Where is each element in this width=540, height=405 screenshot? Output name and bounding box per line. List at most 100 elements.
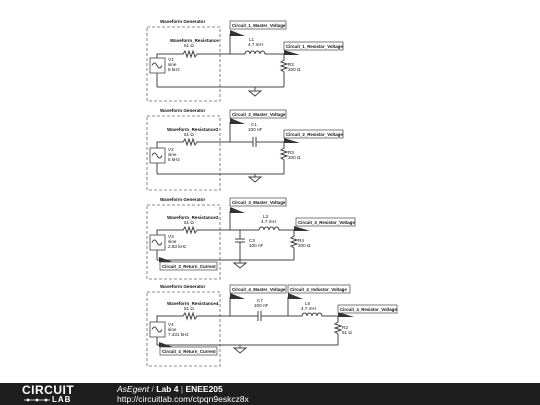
series-name: C1 bbox=[251, 122, 257, 127]
waveform-generator-label: Waveform Generator bbox=[160, 19, 205, 24]
ground-icon bbox=[247, 176, 263, 183]
circuit-1-master-voltage-tag[interactable] bbox=[229, 20, 287, 30]
load-value: 200 Ω bbox=[298, 243, 311, 248]
circuitlab-logo[interactable]: CIRCUIT LAB bbox=[22, 384, 94, 404]
source-type: sine bbox=[168, 239, 177, 244]
circuit-4-master-voltage-tag[interactable] bbox=[229, 284, 287, 294]
separator: / bbox=[151, 384, 154, 394]
waveform-generator-box bbox=[146, 204, 221, 280]
circuit-3: Waveform Generator V3 sine 2.83 kHz Wave… bbox=[146, 197, 356, 280]
generator-resistor-value: 51 Ω bbox=[184, 220, 194, 225]
sine-wave-icon bbox=[151, 239, 163, 246]
source-name: V3 bbox=[168, 234, 174, 239]
inductor-l3 bbox=[230, 226, 294, 231]
load-name: R2 bbox=[288, 62, 294, 67]
load-name: R3 bbox=[288, 150, 294, 155]
svg-text:Circuit_1_Master_Voltage: Circuit_1_Master_Voltage bbox=[232, 23, 286, 28]
circuit-1-resistor-voltage-tag[interactable] bbox=[283, 41, 344, 51]
circuit-1: Waveform Generator V1 sine 5 kHz Wavefor… bbox=[146, 19, 344, 102]
generator-resistor-name: Waveform_Resistance bbox=[170, 38, 219, 43]
generator-resistor-value: 51 Ω bbox=[184, 132, 194, 137]
generator-resistor-value: 51 Ω bbox=[184, 306, 194, 311]
svg-text:Circuit_2_Resistor_Voltage: Circuit_2_Resistor_Voltage bbox=[286, 132, 343, 137]
series-value: 4.7 mH bbox=[248, 42, 263, 47]
load-value: 200 Ω bbox=[288, 67, 301, 72]
circuit-4: Waveform Generator V4 sine 7.431 kHz Wav… bbox=[146, 284, 398, 367]
source-frequency: 5 kHz bbox=[168, 67, 180, 72]
circuit-2: Waveform Generator V2 sine 5 kHz Wavefor… bbox=[146, 108, 344, 191]
svg-text:Circuit_2_Master_Voltage: Circuit_2_Master_Voltage bbox=[232, 112, 286, 117]
generator-resistor-name: Waveform_Resistance3 bbox=[167, 215, 219, 220]
series2-value: 4.7 mH bbox=[301, 306, 316, 311]
waveform-generator-label: Waveform Generator bbox=[160, 284, 205, 289]
sine-wave-icon bbox=[151, 62, 163, 69]
generator-resistor bbox=[156, 137, 230, 148]
ground-icon bbox=[232, 262, 248, 269]
generator-resistor-name: Waveform_Resistance2 bbox=[167, 127, 219, 132]
logo-text-top: CIRCUIT bbox=[22, 383, 75, 397]
circuit-3-master-voltage-tag[interactable] bbox=[229, 197, 287, 207]
waveform-generator-box bbox=[146, 26, 221, 102]
waveform-generator-label: Waveform Generator bbox=[160, 108, 205, 113]
svg-text:Circuit_4_Return_Current: Circuit_4_Return_Current bbox=[162, 349, 216, 354]
logo-text-bottom: LAB bbox=[52, 395, 72, 404]
load-name: R2 bbox=[342, 325, 348, 330]
source-type: sine bbox=[168, 62, 177, 67]
inductor-l1 bbox=[230, 50, 284, 55]
generator-resistor-name: Waveform_Resistance4 bbox=[167, 301, 219, 306]
load-value: 200 Ω bbox=[288, 155, 301, 160]
source-frequency: 2.83 kHz bbox=[168, 244, 187, 249]
generator-resistor bbox=[156, 49, 230, 59]
series2-name: L6 bbox=[305, 301, 311, 306]
series-name: L3 bbox=[263, 214, 269, 219]
source-name: V2 bbox=[168, 147, 174, 152]
separator-bar: | bbox=[180, 384, 184, 394]
lab-name: Lab 4 bbox=[156, 384, 179, 394]
ground-icon bbox=[232, 347, 248, 354]
generator-resistor bbox=[156, 225, 230, 235]
logo-circuit-icon bbox=[24, 398, 50, 402]
svg-text:Circuit_4_Master_Voltage: Circuit_4_Master_Voltage bbox=[232, 287, 286, 292]
author-link[interactable]: AsEgent bbox=[117, 384, 150, 394]
footer-bar: CIRCUIT LAB AsEgent / Lab 4 | ENEE205 ht… bbox=[0, 383, 540, 405]
svg-text:Circuit_3_Return_Current: Circuit_3_Return_Current bbox=[162, 264, 216, 269]
series-name: C7 bbox=[257, 298, 263, 303]
load-value: 51 Ω bbox=[342, 330, 352, 335]
sine-wave-icon bbox=[151, 326, 163, 333]
series-value: 100 nF bbox=[254, 303, 268, 308]
generator-resistor bbox=[156, 311, 230, 322]
circuit-url[interactable]: http://circuitlab.com/ctpqn9eskcz8x bbox=[117, 394, 249, 404]
series-value: 4.7 mH bbox=[261, 219, 276, 224]
source-type: sine bbox=[168, 152, 177, 157]
source-frequency: 7.431 kHz bbox=[168, 332, 189, 337]
source-name: V4 bbox=[168, 322, 174, 327]
source-type: sine bbox=[168, 327, 177, 332]
circuit-4-inductor-voltage-tag[interactable] bbox=[287, 284, 351, 294]
load-resistor bbox=[279, 54, 289, 87]
waveform-generator-box bbox=[146, 291, 221, 367]
course-name: ENEE205 bbox=[185, 384, 223, 394]
circuit-2-resistor-voltage-tag[interactable] bbox=[283, 129, 344, 139]
load-name: R4 bbox=[298, 238, 304, 243]
inductor-l6 bbox=[288, 312, 338, 317]
svg-text:Circuit_3_Resistor_Voltage: Circuit_3_Resistor_Voltage bbox=[298, 220, 355, 225]
load-resistor bbox=[333, 316, 343, 345]
load-resistor bbox=[289, 230, 299, 260]
svg-text:Circuit_4_Resistor_Voltage: Circuit_4_Resistor_Voltage bbox=[340, 307, 397, 312]
shunt-name: C3 bbox=[249, 238, 255, 243]
waveform-generator-box bbox=[146, 115, 221, 191]
svg-text:Circuit_3_Master_Voltage: Circuit_3_Master_Voltage bbox=[232, 200, 286, 205]
circuit-info: AsEgent / Lab 4 | ENEE205 bbox=[117, 384, 223, 394]
waveform-generator-label: Waveform Generator bbox=[160, 197, 205, 202]
ground-icon bbox=[247, 90, 263, 97]
circuit-3-resistor-voltage-tag[interactable] bbox=[295, 217, 356, 227]
circuit-4-resistor-voltage-tag[interactable] bbox=[337, 304, 398, 314]
circuit-3-return-current-tag[interactable] bbox=[159, 261, 218, 271]
series-value: 100 nF bbox=[248, 127, 262, 132]
circuit-4-return-current-tag[interactable] bbox=[159, 346, 218, 356]
sine-wave-icon bbox=[151, 152, 163, 159]
load-resistor bbox=[279, 142, 289, 174]
svg-text:Circuit_1_Resistor_Voltage: Circuit_1_Resistor_Voltage bbox=[286, 44, 343, 49]
circuit-2-master-voltage-tag[interactable] bbox=[229, 109, 287, 119]
shunt-value: 100 nF bbox=[249, 243, 263, 248]
